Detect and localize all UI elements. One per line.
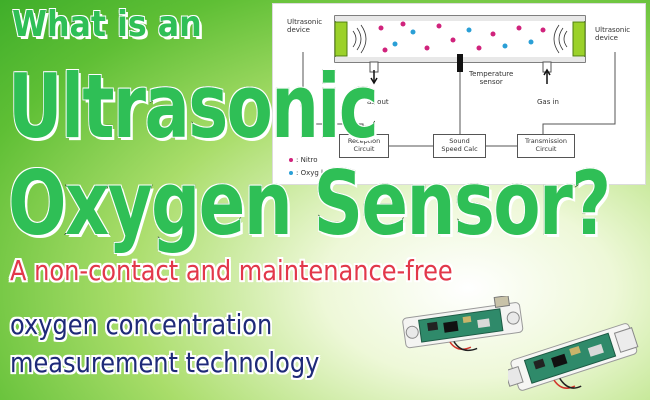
left-receptor bbox=[334, 21, 348, 57]
sensor-diagram: Ultrasonic device Ultrasonic device as o… bbox=[273, 4, 645, 184]
transmission-circuit-box: Transmission Circuit bbox=[517, 134, 575, 158]
sensor-device-right bbox=[508, 323, 639, 391]
diagram-graphics bbox=[302, 15, 616, 147]
title-line-1: What is an bbox=[11, 3, 202, 46]
temperature-probe bbox=[457, 54, 463, 72]
gas-in-label: Gas in bbox=[537, 98, 559, 106]
subtitle-line-2: oxygen concentration bbox=[10, 308, 273, 341]
temperature-sensor-label: Temperature sensor bbox=[469, 70, 514, 86]
oxygen-dot-icon bbox=[289, 171, 293, 175]
legend-nitrogen: : Nitro bbox=[289, 156, 318, 164]
sensor-device-left bbox=[402, 296, 524, 352]
left-device-label: Ultrasonic device bbox=[287, 18, 323, 34]
gas-out-label: as out bbox=[367, 98, 389, 106]
title-line-3: Oxygen Sensor? bbox=[7, 151, 612, 256]
right-receptor bbox=[572, 21, 586, 57]
molecule-dots bbox=[378, 21, 546, 53]
right-device-label: Ultrasonic device bbox=[595, 26, 631, 42]
reception-circuit-box: Reception Circuit bbox=[339, 134, 389, 158]
title-line-2: Ultrasonic bbox=[7, 54, 379, 159]
legend-oxygen: : Oxyg lecul bbox=[289, 169, 338, 177]
sound-speed-calc-box: Sound Speed Calc bbox=[433, 134, 486, 158]
subtitle-line-3: measurement technology bbox=[10, 346, 320, 379]
nitrogen-dot-icon bbox=[289, 158, 293, 162]
subtitle-line-1: A non-contact and maintenance-free bbox=[10, 254, 453, 287]
